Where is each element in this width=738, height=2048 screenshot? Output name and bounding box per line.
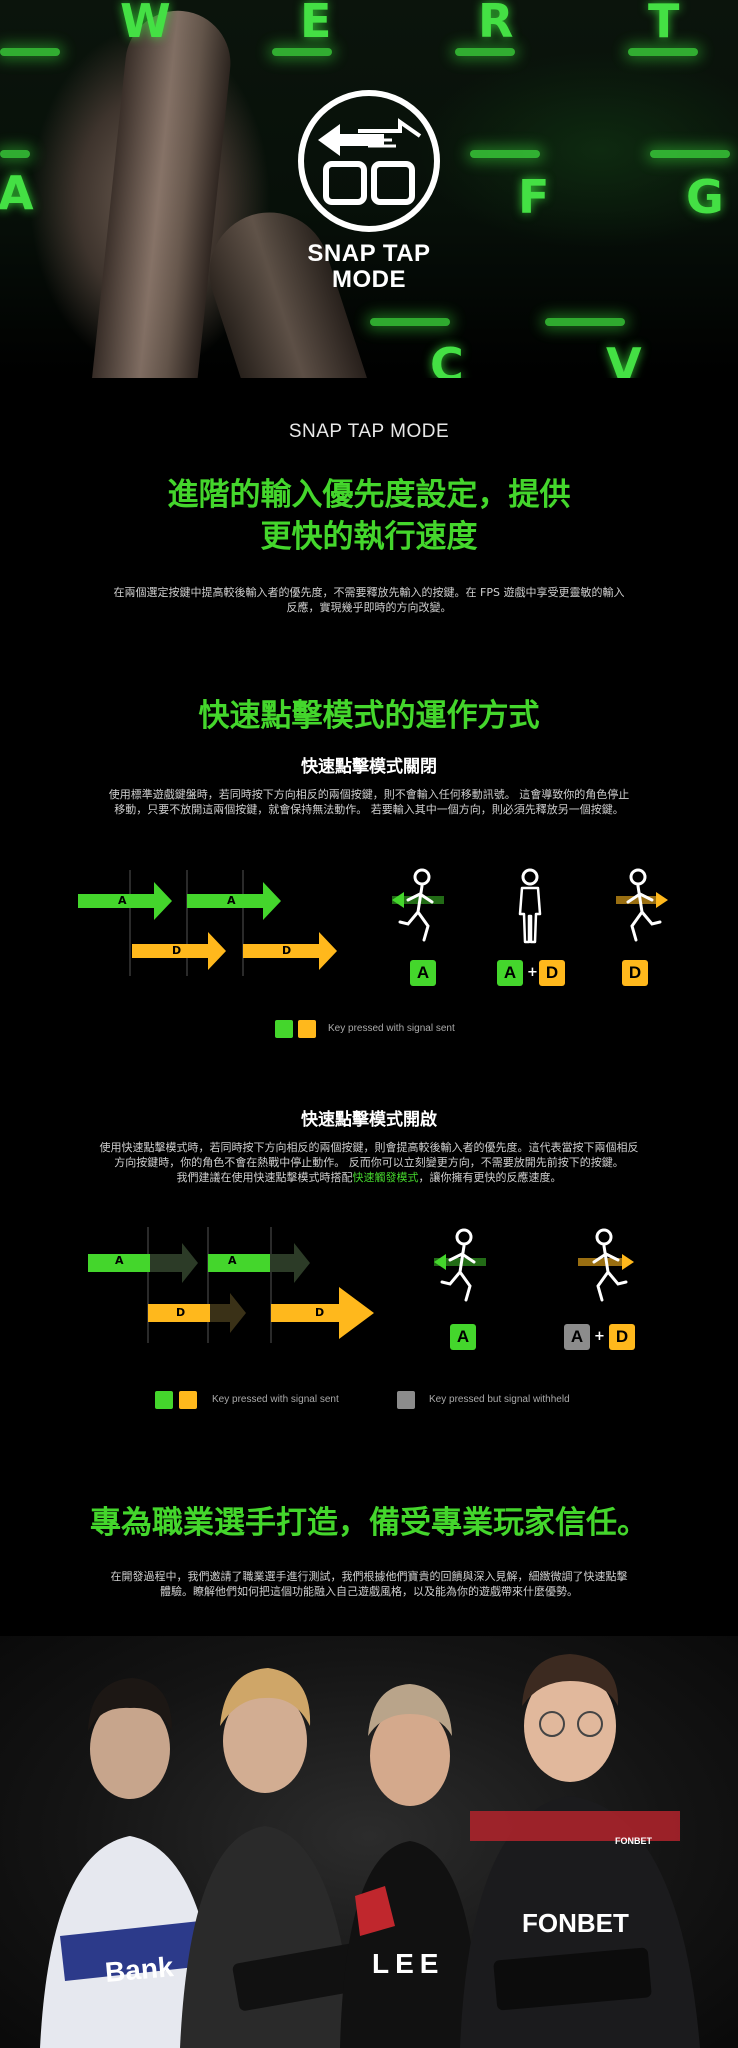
- snap-tap-off-title: 快速點擊模式關閉: [301, 757, 437, 777]
- legend-yellow-swatch: [179, 1391, 197, 1409]
- key-glow: [455, 48, 515, 56]
- desc-line: 方向按鍵時，你的角色不會在熱戰中停止動作。 反而你可以立刻變更方向，不需要放開先…: [114, 1156, 624, 1169]
- key-glow: [272, 48, 332, 56]
- key-letter-e: E: [300, 0, 332, 48]
- arrow-d-1: [148, 1304, 210, 1322]
- key-letter-c: C: [430, 338, 464, 378]
- finger-image: [89, 5, 236, 378]
- key-letter-a: A: [0, 166, 34, 220]
- hero-banner: W E R T A F G C V SNAP TAP MODE: [0, 0, 738, 378]
- key-letter-f: F: [518, 170, 550, 224]
- key-d: D: [539, 960, 565, 986]
- snap-tap-on-timeline: [88, 1227, 374, 1343]
- desc-line: 使用標準遊戲鍵盤時，若同時按下方向相反的兩個按鍵，則不會輸入任何移動訊號。 這會…: [108, 788, 630, 801]
- running-right-figure-icon: [578, 1228, 634, 1302]
- section-eyebrow: SNAP TAP MODE: [288, 421, 450, 442]
- snap-tap-on-description: 使用快速點擊模式時，若同時按下方向相反的兩個按鍵，則會提高較後輸入者的優先度。這…: [70, 1140, 668, 1185]
- arrow-d-label: D: [172, 944, 182, 957]
- desc-line: 在兩個選定按鍵中提高較後輸入者的優先度，不需要釋放先輸入的按鍵。在 FPS 遊戲…: [113, 586, 625, 599]
- arrow-a-label: A: [115, 1254, 124, 1267]
- snap-tap-off-timeline: [78, 870, 337, 976]
- plus-sign: +: [527, 965, 538, 980]
- pro-headline: 專為職業選手打造，備受專業玩家信任。: [90, 1505, 648, 1541]
- arrow-a-2: [187, 882, 281, 920]
- arrow-a-withheld: [150, 1243, 198, 1283]
- key-a: A: [497, 960, 523, 986]
- intro-description: 在兩個選定按鍵中提高較後輸入者的優先度，不需要釋放先輸入的按鍵。在 FPS 遊戲…: [70, 585, 668, 615]
- desc-text: ，讓你擁有更快的反應速度。: [418, 1171, 562, 1184]
- plus-sign: +: [594, 1329, 605, 1344]
- arrow-d-label: D: [176, 1306, 186, 1319]
- key-d: D: [622, 960, 648, 986]
- arrow-a-withheld: [270, 1243, 310, 1283]
- desc-line: 在開發過程中，我們邀請了職業選手進行測試，我們根據他們寶貴的回饋與深入見解，細緻…: [110, 1570, 628, 1583]
- legend-green-swatch: [155, 1391, 173, 1409]
- standing-figure-icon: [518, 868, 542, 944]
- key-a: A: [450, 1324, 476, 1350]
- desc-line: 我們建議在使用快速點擊模式時搭配快速觸發模式，讓你擁有更快的反應速度。: [70, 1170, 668, 1185]
- arrow-d-withheld: [210, 1293, 246, 1333]
- arrow-a-2: [208, 1254, 270, 1272]
- key-glow: [0, 150, 30, 158]
- running-left-figure-icon: [434, 1228, 486, 1302]
- desc-line: 使用快速點擊模式時，若同時按下方向相反的兩個按鍵，則會提高較後輸入者的優先度。這…: [99, 1141, 639, 1154]
- jersey-sponsor-text: Bank: [103, 1951, 175, 1988]
- headline-line-1: 進階的輸入優先度設定，提供: [167, 477, 571, 513]
- key-letter-t: T: [648, 0, 680, 48]
- arrow-d-1: [132, 932, 226, 970]
- desc-line: 反應，實現幾乎即時的方向改變。: [286, 601, 452, 614]
- running-right-figure-icon: [616, 868, 668, 942]
- key-glow: [650, 150, 730, 158]
- rapid-trigger-link[interactable]: 快速觸發模式: [352, 1171, 419, 1184]
- arrow-d-label: D: [282, 944, 292, 957]
- key-glow: [628, 48, 698, 56]
- pro-players-photo: Bank LEE FONBET FONBET: [0, 1636, 738, 2048]
- headline-line-2: 更快的執行速度: [260, 519, 478, 555]
- legend-signal-sent: Key pressed with signal sent: [212, 1394, 339, 1405]
- snap-tap-badge-title: SNAP TAP MODE: [269, 241, 469, 293]
- key-glow: [0, 48, 60, 56]
- legend-signal-withheld: Key pressed but signal withheld: [429, 1394, 570, 1405]
- pro-description: 在開發過程中，我們邀請了職業選手進行測試，我們根據他們寶貴的回饋與深入見解，細緻…: [70, 1569, 668, 1599]
- intro-headline: 進階的輸入優先度設定，提供 更快的執行速度: [0, 474, 738, 558]
- legend-green-swatch: [275, 1020, 293, 1038]
- legend-grey-swatch: [397, 1391, 415, 1409]
- pro-players-image: [40, 1654, 700, 2048]
- arrow-a-label: A: [228, 1254, 237, 1267]
- badge-line-1: SNAP TAP: [307, 240, 431, 267]
- arrow-d-2: [271, 1287, 374, 1339]
- jersey-sponsor-text: FONBET: [615, 1836, 652, 1846]
- arrow-a-label: A: [118, 894, 127, 907]
- key-a: A: [410, 960, 436, 986]
- running-left-figure-icon: [392, 868, 444, 942]
- key-glow: [545, 318, 625, 326]
- legend-signal-sent: Key pressed with signal sent: [328, 1023, 455, 1034]
- desc-text: 我們建議在使用快速點擊模式時搭配: [176, 1171, 353, 1184]
- key-d: D: [609, 1324, 635, 1350]
- key-letter-w: W: [120, 0, 171, 48]
- legend-yellow-swatch: [298, 1020, 316, 1038]
- snap-tap-on-title: 快速點擊模式開啟: [301, 1110, 437, 1130]
- arrow-a-label: A: [227, 894, 236, 907]
- jersey-sponsor-text: LEE: [372, 1948, 445, 1979]
- key-letter-r: R: [478, 0, 514, 48]
- key-letter-v: V: [606, 338, 642, 378]
- arrow-a-1: [88, 1254, 150, 1272]
- arrow-a-1: [78, 882, 172, 920]
- desc-line: 體驗。瞭解他們如何把這個功能融入自己遊戲風格，以及能為你的遊戲帶來什麼優勢。: [160, 1585, 578, 1598]
- badge-line-2: MODE: [332, 266, 406, 293]
- arrow-d-label: D: [315, 1306, 325, 1319]
- key-letter-g: G: [686, 170, 724, 224]
- arrow-d-2: [243, 932, 337, 970]
- key-glow: [470, 150, 540, 158]
- key-a-withheld: A: [564, 1324, 590, 1350]
- how-it-works-headline: 快速點擊模式的運作方式: [198, 698, 540, 734]
- snap-tap-icon: [298, 90, 440, 232]
- jersey-sponsor-text: FONBET: [522, 1908, 629, 1938]
- desc-line: 移動，只要不放開這兩個按鍵，就會保持無法動作。 若要輸入其中一個方向，則必須先釋…: [114, 803, 624, 816]
- key-glow: [370, 318, 450, 326]
- snap-tap-off-description: 使用標準遊戲鍵盤時，若同時按下方向相反的兩個按鍵，則不會輸入任何移動訊號。 這會…: [70, 787, 668, 817]
